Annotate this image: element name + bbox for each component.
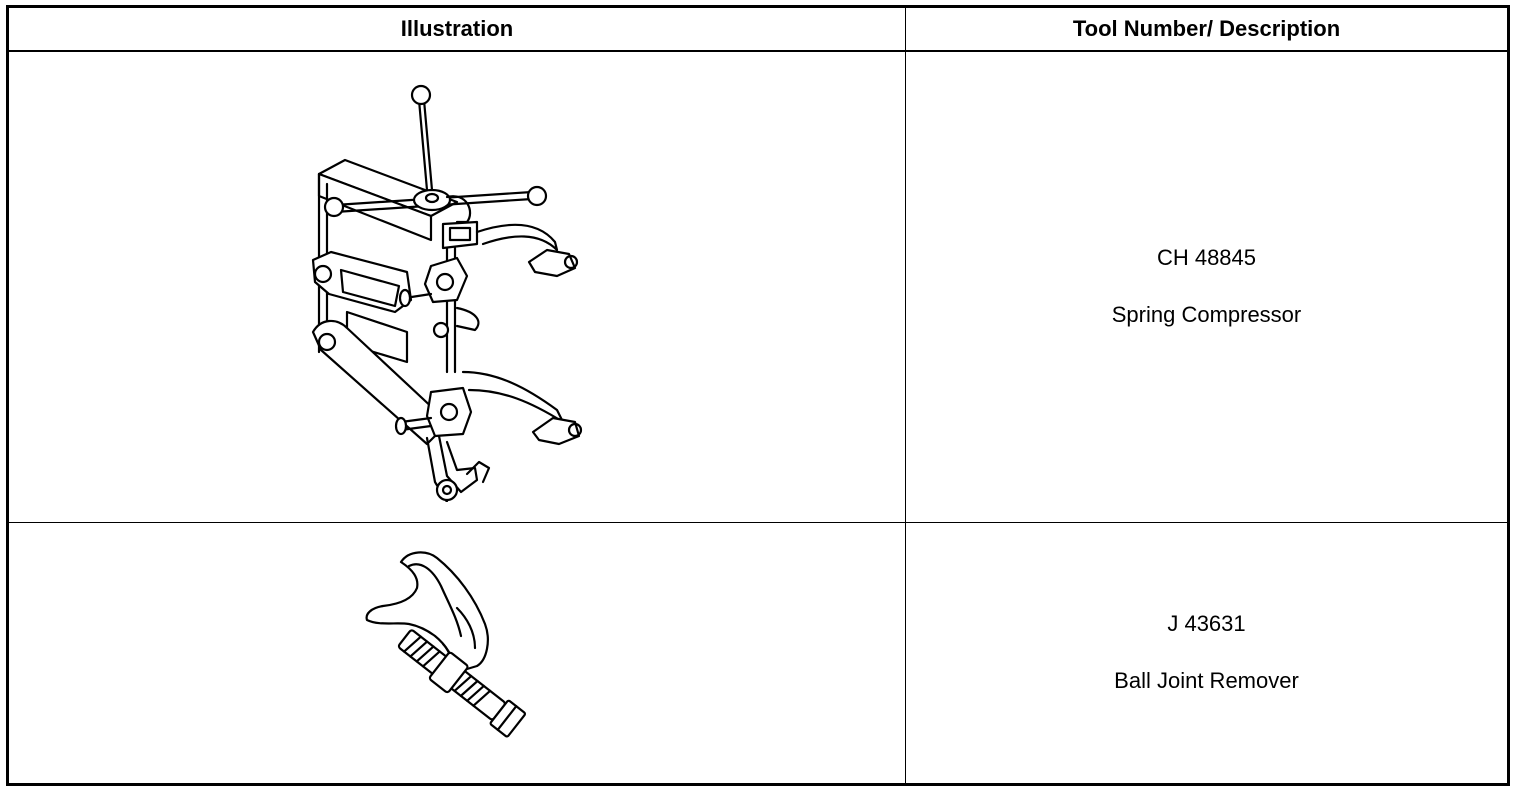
header-illustration: Illustration xyxy=(7,6,906,52)
tool-description: Spring Compressor xyxy=(1111,301,1302,327)
tool-description-cell: J 43631 Ball Joint Remover xyxy=(905,521,1509,785)
illustration-cell xyxy=(7,50,906,523)
tool-number: CH 48845 xyxy=(1156,245,1257,271)
table-row: J 43631 Ball Joint Remover xyxy=(7,521,1509,785)
ball-joint-remover-icon xyxy=(365,550,526,737)
tool-table: Illustration Tool Number/ Description xyxy=(6,5,1510,786)
header-tool-description: Tool Number/ Description xyxy=(905,6,1509,52)
header-row: Illustration Tool Number/ Description xyxy=(7,6,1509,52)
tool-description: Ball Joint Remover xyxy=(1114,667,1299,693)
table-row: CH 48845 Spring Compressor xyxy=(7,50,1509,523)
spring-compressor-icon xyxy=(311,84,583,502)
tool-number: J 43631 xyxy=(1167,611,1246,637)
illustration-cell xyxy=(7,521,906,785)
tool-description-cell: CH 48845 Spring Compressor xyxy=(905,50,1509,523)
